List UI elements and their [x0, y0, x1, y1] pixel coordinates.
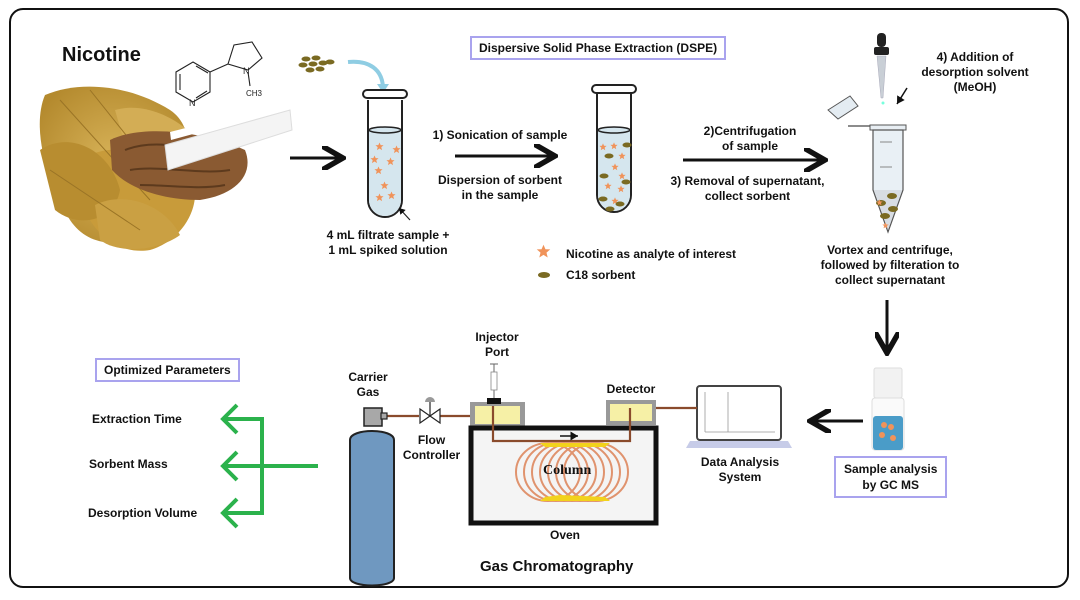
step1-label: 1) Sonication of sample: [432, 128, 568, 142]
injector-port-label: Injector Port: [475, 330, 519, 359]
tobacco-leaves-image: [39, 86, 293, 251]
legend-analyte-label: Nicotine as analyte of interest: [566, 247, 737, 261]
solvent-arrow: [896, 87, 908, 105]
carrier-gas-label: Carrier Gas: [348, 370, 388, 399]
sorbent-particles-icon: [298, 55, 335, 73]
param-sorbent-mass: Sorbent Mass: [89, 457, 168, 471]
test-tube-dispersed: [591, 84, 637, 213]
step3-label: 3) Removal of supernatant, collect sorbe…: [670, 174, 825, 203]
optimized-parameters-box: Optimized Parameters: [95, 358, 240, 382]
laptop-icon: [686, 385, 792, 448]
step4-label: 4) Addition of desorption solvent (MeOH): [921, 50, 1029, 94]
diagram-frame: [9, 8, 1069, 588]
column-label: Column: [543, 463, 592, 478]
sorbent-addition-arrow: [347, 59, 385, 88]
eppendorf-tube: [827, 95, 907, 234]
dspe-title-box: Dispersive Solid Phase Extraction (DSPE): [470, 36, 727, 60]
detector-label: Detector: [606, 382, 656, 396]
carrier-gas-cylinder-icon: [349, 407, 395, 587]
molecule-n-ring: N: [189, 98, 196, 108]
param-desorption-volume: Desorption Volume: [88, 506, 198, 520]
oven-label: Oven: [549, 528, 580, 542]
legend-star-icon: [536, 244, 551, 258]
test-tube-sample: [362, 89, 408, 218]
molecule-methyl: CH3: [246, 89, 263, 98]
nicotine-structure-icon: [175, 41, 263, 103]
sample-vial-icon: [871, 367, 905, 451]
flow-controller-label: Flow Controller: [402, 433, 461, 462]
legend-sorbent-icon: [538, 272, 550, 278]
vortex-label: Vortex and centrifuge, followed by filte…: [820, 243, 960, 287]
nicotine-title: Nicotine: [62, 44, 141, 66]
dropper-icon: [874, 33, 889, 105]
parameter-arrows: [220, 403, 318, 529]
data-system-label: Data Analysis System: [700, 455, 780, 484]
injector-port-icon: [470, 363, 525, 428]
gc-title: Gas Chromatography: [480, 558, 634, 575]
step1-sublabel: Dispersion of sorbent in the sample: [437, 173, 562, 202]
gc-ms-analysis-box: Sample analysis by GC MS: [834, 456, 948, 498]
legend-sorbent-label: C18 sorbent: [566, 268, 636, 282]
flow-controller-valve-icon: [419, 397, 441, 425]
sample-label: 4 mL filtrate sample + 1 mL spiked solut…: [326, 228, 450, 257]
molecule-n-pyrrolidine: N: [243, 66, 250, 76]
param-extraction-time: Extraction Time: [92, 412, 182, 426]
heater-bottom: [540, 495, 610, 501]
step2-label: 2)Centrifugation of sample: [703, 124, 797, 153]
heater-top: [540, 443, 610, 447]
